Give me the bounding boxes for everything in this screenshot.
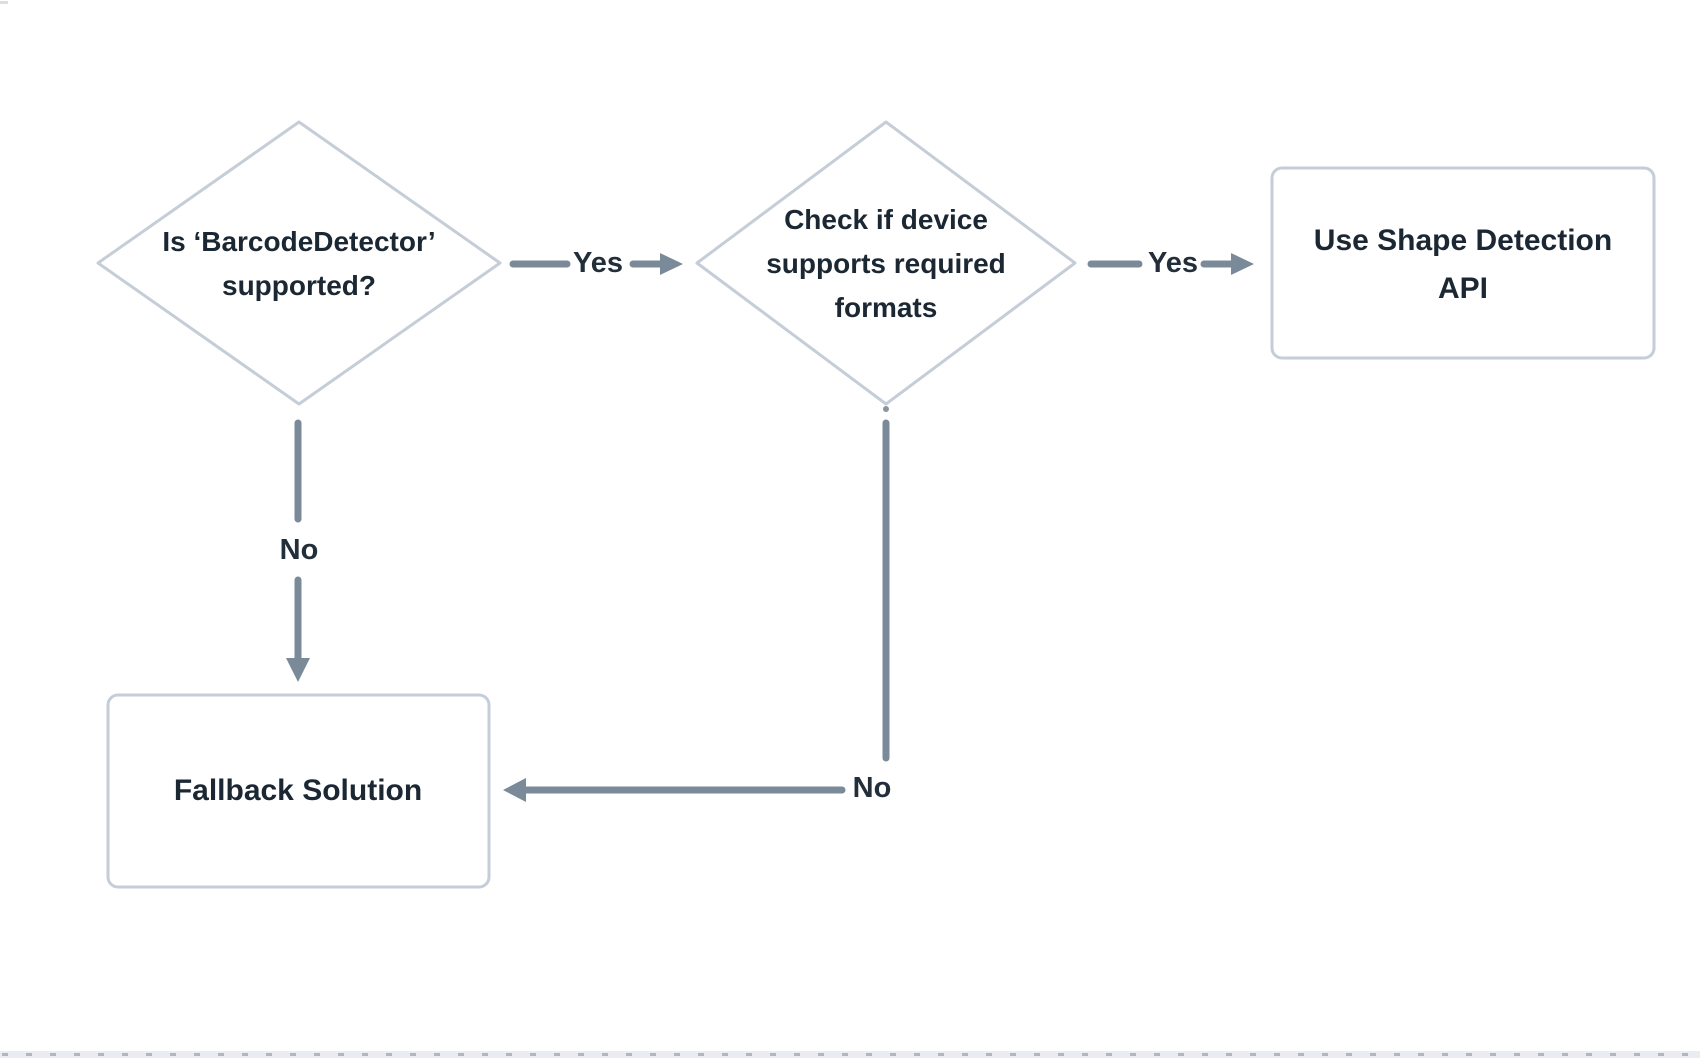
corner-artifact [0,1,8,4]
process-fallback-shape [106,693,491,889]
process-shape-detection-label: Use Shape Detection API [1313,224,1613,305]
edge-label-no-1: No [279,534,319,566]
edge-yes-1-arrowhead [660,253,683,275]
decision-formats-supported-shape [695,120,1077,406]
decision-barcode-supported-shape [96,120,502,406]
edge-no-2-connector-dot [883,406,889,412]
decision-barcode-supported-label: Is ‘BarcodeDetector’ supported? [162,226,436,301]
edge-label-no-2: No [852,772,892,804]
process-fallback-label: Fallback Solution [173,774,423,807]
cropped-text-strip [0,1051,1700,1058]
decision-formats-supported-label: Check if device supports required format… [766,204,1006,323]
process-shape-detection-shape [1270,166,1656,360]
edge-label-yes-1: Yes [573,247,623,279]
edge-label-yes-2: Yes [1148,247,1198,279]
edge-no-1-arrowhead [286,658,310,682]
edge-no-2-arrowhead [503,778,526,802]
edge-yes-2-arrowhead [1231,253,1254,275]
